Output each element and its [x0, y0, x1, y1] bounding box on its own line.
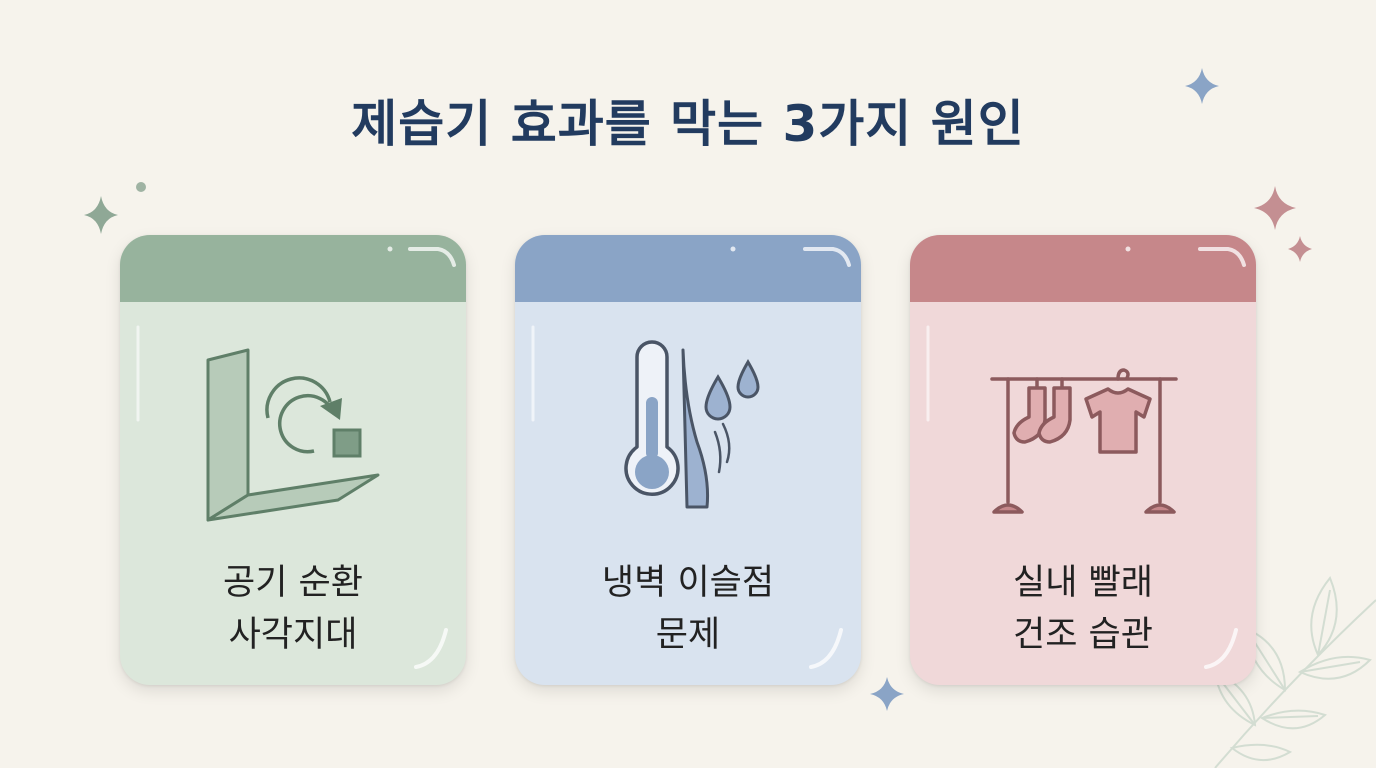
cause-card-cold-wall-dewpoint: 냉벽 이슬점 문제 — [515, 235, 861, 685]
sparkle-icon — [870, 677, 904, 711]
card-label-line2: 문제 — [655, 615, 721, 655]
dot-icon — [136, 182, 146, 192]
card-header-bar — [515, 235, 861, 302]
card-label-line2: 사각지대 — [228, 615, 358, 655]
cause-card-indoor-laundry: 실내 빨래 건조 습관 — [910, 235, 1256, 685]
card-label-line1: 실내 빨래 — [1013, 563, 1153, 603]
card-label-line2: 건조 습관 — [1013, 615, 1153, 655]
card-header-bar — [120, 235, 466, 302]
wall-corner-circulation-icon — [206, 348, 380, 522]
card-label-line1: 공기 순환 — [223, 563, 363, 603]
card-label: 공기 순환 사각지대 — [120, 557, 466, 661]
sparkle-icon — [1254, 186, 1296, 230]
card-label: 냉벽 이슬점 문제 — [515, 557, 861, 661]
card-label-line1: 냉벽 이슬점 — [601, 563, 775, 603]
sparkle-icon — [1288, 236, 1312, 262]
indoor-laundry-rack-icon — [990, 368, 1178, 514]
card-header-bar — [910, 235, 1256, 302]
cause-card-air-circulation: 공기 순환 사각지대 — [120, 235, 466, 685]
page-title: 제습기 효과를 막는 3가지 원인 — [351, 95, 1025, 153]
card-label: 실내 빨래 건조 습관 — [910, 557, 1256, 661]
sparkle-icon — [84, 196, 118, 234]
thermometer-condensation-icon — [624, 340, 760, 509]
